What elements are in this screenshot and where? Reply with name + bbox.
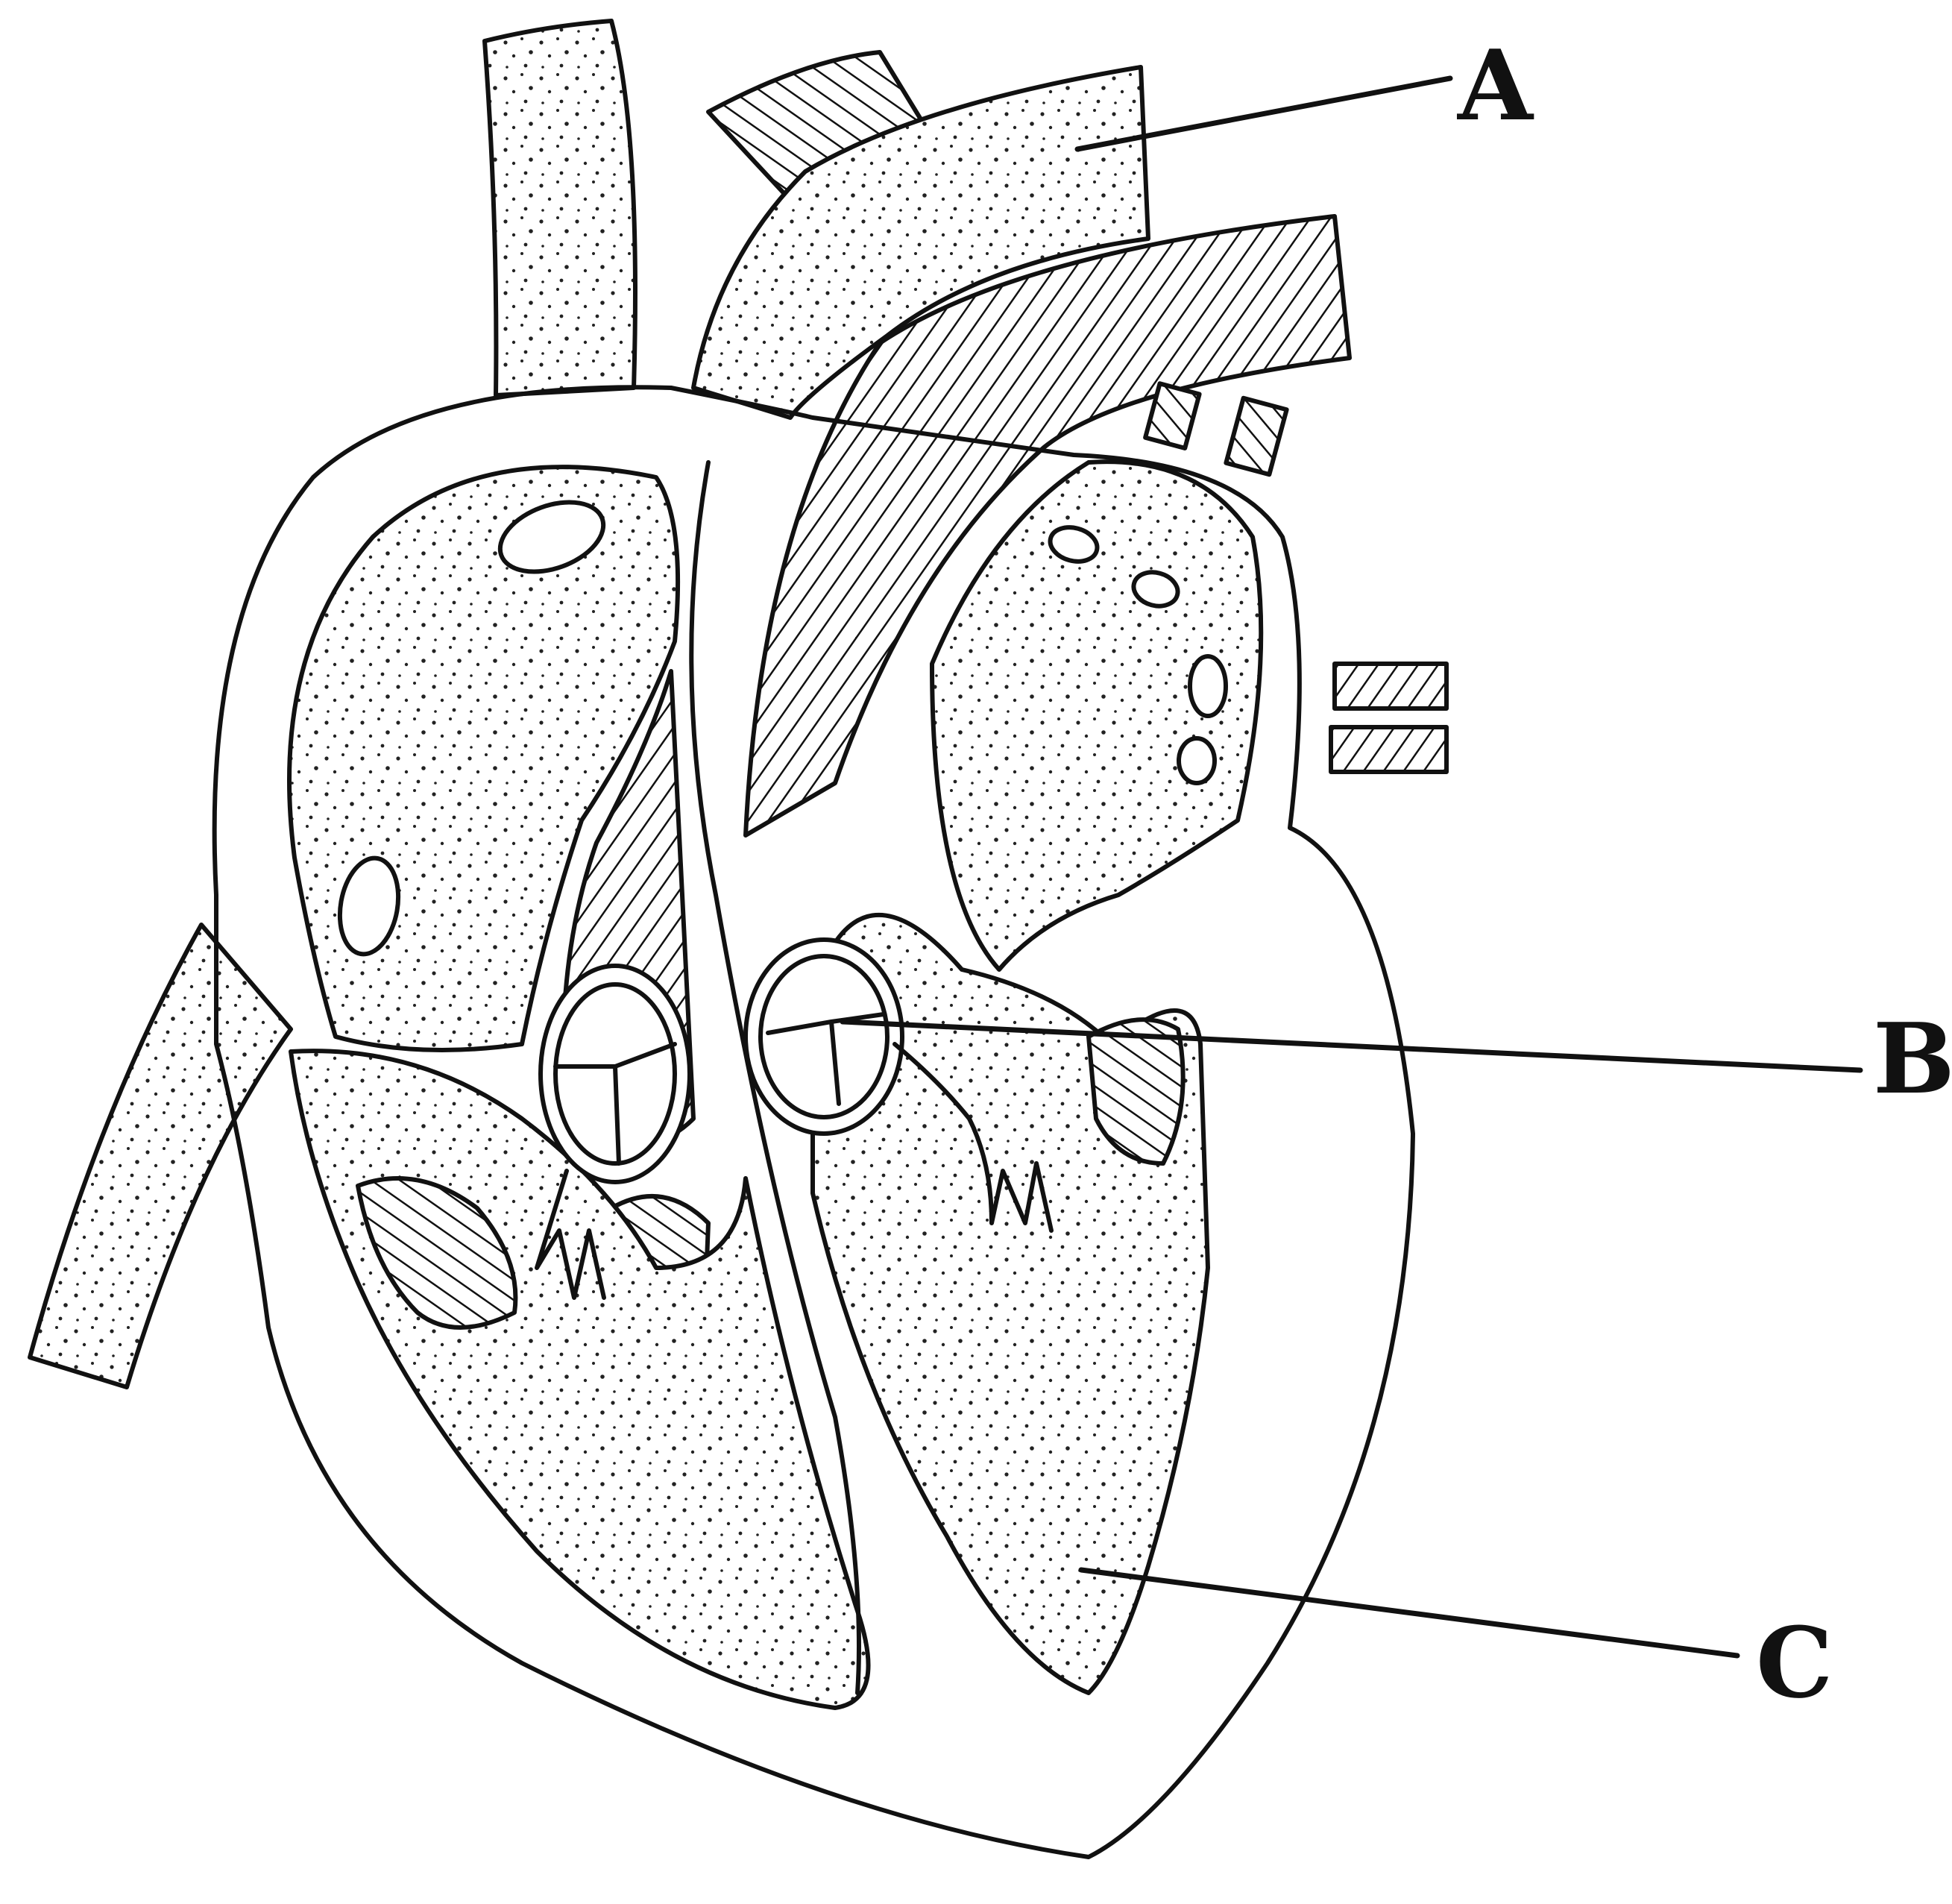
label-a: A	[1458, 37, 1533, 134]
valve-b	[746, 940, 902, 1134]
superior-vena-cava	[485, 21, 635, 395]
pulmonary-vein-opening-4	[1179, 738, 1215, 783]
label-c: C	[1756, 1615, 1833, 1712]
label-b: B	[1873, 1011, 1952, 1107]
leader-c	[1081, 1570, 1737, 1656]
pulmonary-vein-right-1	[1335, 664, 1446, 708]
pulmonary-vein-opening-3	[1190, 656, 1226, 716]
pulmonary-vein-right-2	[1331, 727, 1446, 772]
inferior-vena-cava	[30, 925, 291, 1387]
pulmonary-vein-top-2	[1226, 398, 1286, 474]
